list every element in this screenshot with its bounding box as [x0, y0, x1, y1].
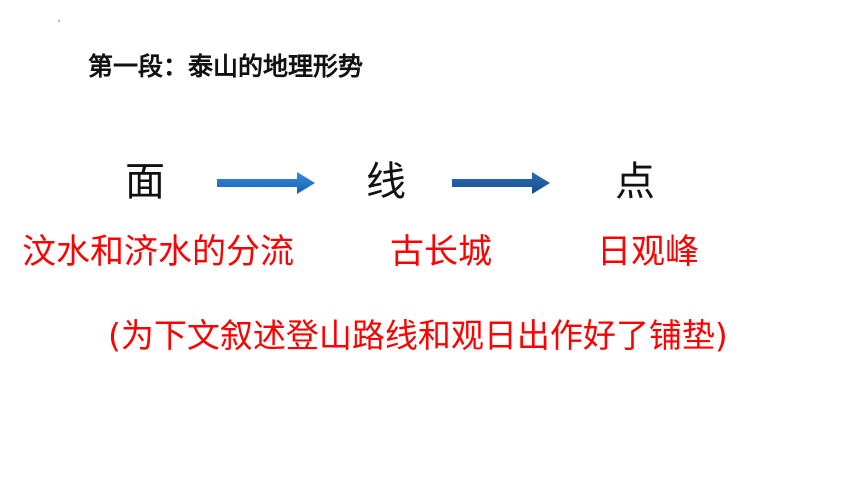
node-line: 线	[366, 159, 406, 205]
arrow-right-icon	[217, 172, 315, 194]
label-great-wall: 古长城	[390, 232, 492, 272]
note-text: (为下文叙述登山路线和观日出作好了铺垫)	[108, 316, 728, 355]
bullet-dot	[58, 20, 60, 22]
label-peak: 日观峰	[597, 232, 699, 272]
section-heading: 第一段：泰山的地理形势	[88, 52, 364, 81]
label-rivers: 汶水和济水的分流	[22, 232, 294, 272]
arrow-right-icon	[452, 172, 550, 194]
node-surface: 面	[125, 159, 165, 205]
node-point: 点	[615, 159, 655, 205]
